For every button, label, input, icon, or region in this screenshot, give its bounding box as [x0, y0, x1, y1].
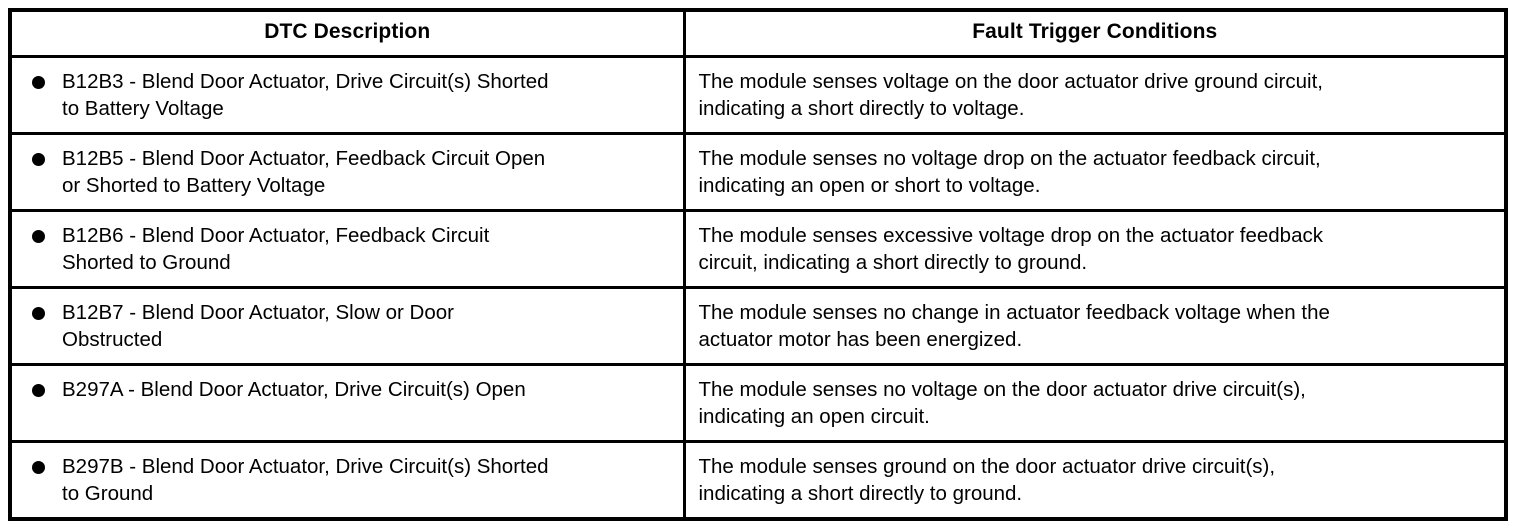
table-header: DTC Description Fault Trigger Conditions [10, 10, 1506, 58]
table-row: B12B5 - Blend Door Actuator, Feedback Ci… [10, 131, 1506, 211]
fault-trigger-conditions-text: The module senses no voltage drop on the… [698, 146, 1321, 197]
dtc-list-item: B12B3 - Blend Door Actuator, Drive Circu… [12, 58, 683, 132]
dtc-description-text: B297B - Blend Door Actuator, Drive Circu… [62, 454, 549, 506]
dtc-fault-table: DTC Description Fault Trigger Conditions… [8, 8, 1508, 522]
dtc-list-item: B12B7 - Blend Door Actuator, Slow or Doo… [12, 289, 683, 363]
cell-dtc-description: B12B5 - Blend Door Actuator, Feedback Ci… [10, 131, 686, 211]
fault-trigger-conditions-text: The module senses ground on the door act… [698, 454, 1276, 506]
dtc-list-item: B12B6 - Blend Door Actuator, Feedback Ci… [12, 212, 683, 286]
header-row: DTC Description Fault Trigger Conditions [10, 10, 1506, 58]
column-header-fault-trigger-conditions: Fault Trigger Conditions [684, 10, 1506, 58]
table-row: B297A - Blend Door Actuator, Drive Circu… [10, 362, 1506, 442]
dtc-table-container: DTC Description Fault Trigger Conditions… [8, 8, 1508, 522]
bullet-dot-icon [32, 75, 45, 89]
cell-dtc-description: B12B7 - Blend Door Actuator, Slow or Doo… [10, 285, 686, 365]
bullet-dot-icon [32, 460, 45, 474]
fault-trigger-conditions-text: The module senses voltage on the door ac… [698, 69, 1323, 120]
dtc-description-text: B12B3 - Blend Door Actuator, Drive Circu… [62, 69, 549, 120]
dtc-list-item: B12B5 - Blend Door Actuator, Feedback Ci… [12, 135, 683, 209]
cell-fault-trigger-conditions: The module senses excessive voltage drop… [684, 208, 1506, 288]
cell-fault-trigger-conditions: The module senses voltage on the door ac… [684, 56, 1506, 133]
cell-fault-trigger-conditions: The module senses no voltage drop on the… [684, 131, 1506, 211]
bullet-dot-icon [32, 229, 45, 243]
dtc-list-item: B297A - Blend Door Actuator, Drive Circu… [12, 366, 683, 413]
cell-dtc-description: B12B6 - Blend Door Actuator, Feedback Ci… [10, 208, 686, 288]
fault-trigger-conditions-text: The module senses no voltage on the door… [698, 377, 1306, 428]
cell-fault-trigger-conditions: The module senses no voltage on the door… [684, 362, 1506, 442]
dtc-description-text: B12B7 - Blend Door Actuator, Slow or Doo… [62, 300, 454, 351]
bullet-dot-icon [32, 152, 45, 166]
cell-fault-trigger-conditions: The module senses no change in actuator … [684, 285, 1506, 365]
dtc-description-text: B12B5 - Blend Door Actuator, Feedback Ci… [62, 146, 546, 197]
column-header-dtc-description: DTC Description [10, 10, 686, 58]
table-row: B12B7 - Blend Door Actuator, Slow or Doo… [10, 285, 1506, 365]
fault-trigger-conditions-text: The module senses excessive voltage drop… [698, 223, 1324, 274]
dtc-list-item: B297B - Blend Door Actuator, Drive Circu… [12, 443, 683, 517]
cell-dtc-description: B12B3 - Blend Door Actuator, Drive Circu… [10, 56, 686, 134]
table-row: B12B3 - Blend Door Actuator, Drive Circu… [10, 56, 1506, 134]
table-body: B12B3 - Blend Door Actuator, Drive Circu… [10, 56, 1506, 520]
dtc-description-text: B12B6 - Blend Door Actuator, Feedback Ci… [62, 223, 490, 274]
table-row: B297B - Blend Door Actuator, Drive Circu… [10, 439, 1506, 520]
cell-dtc-description: B297A - Blend Door Actuator, Drive Circu… [10, 362, 686, 442]
dtc-description-text: B297A - Blend Door Actuator, Drive Circu… [62, 377, 526, 401]
bullet-dot-icon [32, 383, 45, 397]
cell-dtc-description: B297B - Blend Door Actuator, Drive Circu… [10, 439, 686, 520]
bullet-dot-icon [32, 306, 45, 320]
fault-trigger-conditions-text: The module senses no change in actuator … [698, 300, 1330, 351]
table-row: B12B6 - Blend Door Actuator, Feedback Ci… [10, 208, 1506, 288]
cell-fault-trigger-conditions: The module senses ground on the door act… [684, 439, 1506, 520]
